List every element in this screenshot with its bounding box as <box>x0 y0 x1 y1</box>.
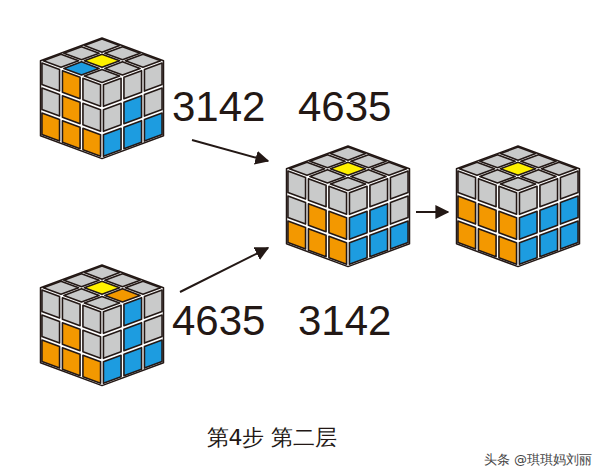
cube-sticker <box>478 179 496 207</box>
cube-sticker <box>42 315 60 343</box>
cube-sticker <box>83 355 101 383</box>
cube-sticker <box>308 179 326 207</box>
cube-sticker <box>458 196 476 224</box>
cube-sticker <box>144 340 162 368</box>
cube-sticker <box>62 323 80 351</box>
cube-sticker <box>349 186 367 214</box>
cube-sticker <box>308 204 326 232</box>
cube-body <box>287 146 410 267</box>
cube-sticker <box>519 236 537 264</box>
cube-sticker <box>103 78 121 106</box>
cube-sticker <box>288 196 306 224</box>
cube-sticker <box>458 221 476 249</box>
cube-sticker <box>62 348 80 376</box>
cube-sticker <box>83 128 101 156</box>
cube-sticker <box>62 121 80 149</box>
cube-sticker <box>103 330 121 358</box>
rubiks-cube <box>457 146 580 267</box>
cube-sticker <box>288 171 306 199</box>
cube-body <box>41 265 164 386</box>
cube-sticker <box>499 236 517 264</box>
move-sequence: 3142 <box>172 86 265 128</box>
cube-sticker <box>560 171 578 199</box>
cube-sticker <box>349 211 367 239</box>
cube-sticker <box>458 171 476 199</box>
cube-sticker <box>124 348 142 376</box>
cube-sticker <box>478 229 496 257</box>
watermark: 头条 @琪琪妈刘丽 <box>484 452 592 468</box>
cube-sticker <box>103 305 121 333</box>
cube-sticker <box>540 179 558 207</box>
cube-sticker <box>103 128 121 156</box>
move-sequence: 4635 <box>298 86 391 128</box>
cube-sticker <box>42 340 60 368</box>
cube-sticker <box>499 211 517 239</box>
cube-sticker <box>478 204 496 232</box>
cube-sticker <box>144 315 162 343</box>
cube-sticker <box>42 88 60 116</box>
cube-sticker <box>390 221 408 249</box>
cube-sticker <box>519 186 537 214</box>
cube-sticker <box>62 71 80 99</box>
cube-sticker <box>124 323 142 351</box>
cube-sticker <box>329 211 347 239</box>
cube-sticker <box>103 355 121 383</box>
step-arrow <box>192 140 268 161</box>
cube-sticker <box>42 290 60 318</box>
cube-sticker <box>144 88 162 116</box>
rubiks-cube <box>41 265 164 386</box>
cube-body <box>41 38 164 159</box>
cube-sticker <box>370 204 388 232</box>
cube-sticker <box>329 186 347 214</box>
cube-sticker <box>288 221 306 249</box>
cube-sticker <box>42 63 60 91</box>
cube-sticker <box>103 103 121 131</box>
move-sequence: 4635 <box>172 300 265 342</box>
cube-sticker <box>144 290 162 318</box>
cube-sticker <box>390 196 408 224</box>
cube-sticker <box>390 171 408 199</box>
cube-sticker <box>83 78 101 106</box>
cube-sticker <box>519 211 537 239</box>
move-sequence: 3142 <box>298 300 391 342</box>
step-arrow <box>180 248 268 292</box>
cube-sticker <box>83 305 101 333</box>
rubiks-cube <box>287 146 410 267</box>
cube-sticker <box>124 96 142 124</box>
step-arrow <box>416 211 448 213</box>
cube-sticker <box>560 196 578 224</box>
cube-sticker <box>349 236 367 264</box>
cube-sticker <box>144 63 162 91</box>
cube-sticker <box>124 121 142 149</box>
cube-body <box>457 146 580 267</box>
cube-sticker <box>370 229 388 257</box>
cube-group <box>41 38 580 386</box>
cube-sticker <box>540 204 558 232</box>
cube-sticker <box>83 330 101 358</box>
rubiks-cube <box>41 38 164 159</box>
cube-sticker <box>124 71 142 99</box>
cube-sticker <box>540 229 558 257</box>
cube-sticker <box>42 113 60 141</box>
cube-sticker <box>144 113 162 141</box>
cube-sticker <box>62 298 80 326</box>
cube-sticker <box>370 179 388 207</box>
step-caption: 第4步 第二层 <box>207 425 338 451</box>
cube-sticker <box>83 103 101 131</box>
cube-sticker <box>499 186 517 214</box>
cube-sticker <box>329 236 347 264</box>
cube-sticker <box>62 96 80 124</box>
cube-sticker <box>124 298 142 326</box>
cube-sticker <box>560 221 578 249</box>
cube-sticker <box>308 229 326 257</box>
